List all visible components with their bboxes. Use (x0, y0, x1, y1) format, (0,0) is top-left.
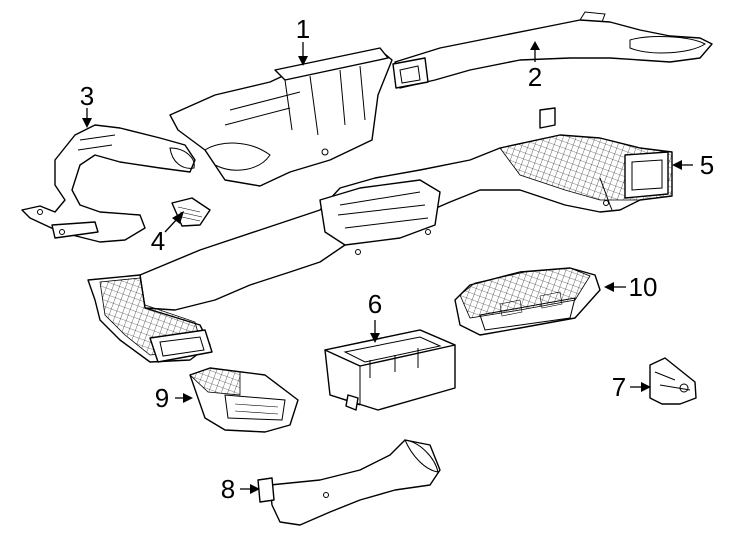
part-2-upper-duct (392, 11, 713, 89)
part-6-vent-housing (324, 329, 456, 411)
callout-7: 7 (612, 372, 626, 402)
callout-10: 10 (629, 272, 658, 302)
callout-8: 8 (221, 474, 235, 504)
part-10-outlet-vent (454, 267, 601, 336)
callout-6: 6 (368, 289, 382, 319)
part-9-outlet-vent (189, 367, 299, 433)
callout-3: 3 (80, 81, 94, 111)
part-8-floor-duct (257, 439, 441, 526)
part-7-bracket (649, 357, 697, 405)
callout-2: 2 (528, 62, 542, 92)
callout-9: 9 (155, 383, 169, 413)
callout-labels: 1 2 3 4 5 6 7 8 9 10 (80, 14, 714, 504)
part-3-left-floor-duct (21, 124, 196, 243)
part-5-main-duct (87, 107, 673, 363)
part-1-center-duct (169, 47, 393, 187)
callout-4: 4 (151, 226, 165, 256)
callout-leaders (82, 41, 693, 494)
callout-1: 1 (296, 14, 310, 44)
callout-5: 5 (700, 150, 714, 180)
